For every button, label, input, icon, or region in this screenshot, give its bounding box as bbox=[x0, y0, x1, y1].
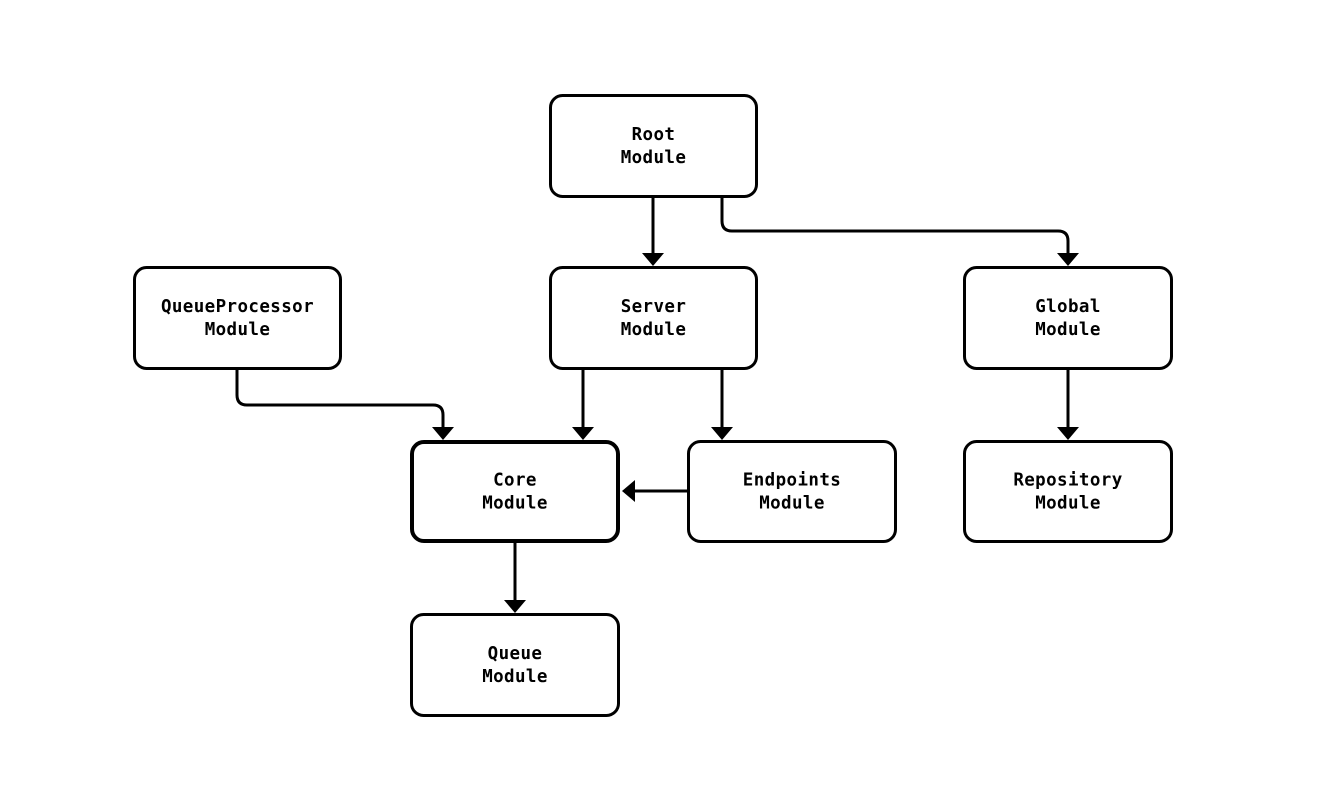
edge-global-to-repository-arrowhead bbox=[1057, 427, 1079, 440]
edge-root-to-global-line bbox=[720, 198, 1070, 258]
repository-module-node-box[interactable] bbox=[963, 440, 1173, 543]
endpoints-module-node-label-line1: Endpoints bbox=[743, 471, 841, 491]
core-module-node-label-line1: Core bbox=[493, 471, 537, 491]
global-module-node-label-line1: Global bbox=[1035, 297, 1101, 317]
edge-server-to-endpoints bbox=[711, 370, 733, 440]
edge-server-to-core-arrowhead bbox=[572, 427, 594, 440]
edge-endpoints-to-core bbox=[622, 480, 687, 502]
queue-module-node-label-line2: Module bbox=[482, 667, 548, 687]
server-module-node-label-line1: Server bbox=[621, 297, 687, 317]
endpoints-module-node-label-line2: Module bbox=[759, 494, 825, 514]
edge-root-to-global bbox=[720, 198, 1079, 266]
root-module-node-label-line2: Module bbox=[621, 148, 687, 168]
core-module-node-box[interactable] bbox=[410, 440, 620, 543]
edges-layer bbox=[235, 198, 1079, 613]
server-module-node-label-line2: Module bbox=[621, 320, 687, 340]
server-module-node-box[interactable] bbox=[549, 266, 758, 370]
queueprocessor-module-node-label-line1: QueueProcessor bbox=[161, 297, 314, 317]
queue-module-node-label-line1: Queue bbox=[488, 644, 543, 664]
edge-global-to-repository bbox=[1057, 370, 1079, 440]
queue-module-node-box[interactable] bbox=[410, 613, 620, 717]
repository-module-node-label-line2: Module bbox=[1035, 494, 1101, 514]
edge-server-to-core bbox=[572, 370, 594, 440]
edge-queueprocessor-to-core-line bbox=[235, 370, 445, 432]
global-module-node-label-line2: Module bbox=[1035, 320, 1101, 340]
queueprocessor-module-node-label-line2: Module bbox=[205, 320, 271, 340]
endpoints-module-node-box[interactable] bbox=[687, 440, 897, 543]
edge-queueprocessor-to-core-arrowhead bbox=[432, 427, 454, 440]
edge-core-to-queue-arrowhead bbox=[504, 600, 526, 613]
root-module-node-box[interactable] bbox=[549, 94, 758, 198]
edge-root-to-global-arrowhead bbox=[1057, 253, 1079, 266]
edge-server-to-endpoints-arrowhead bbox=[711, 427, 733, 440]
edge-endpoints-to-core-arrowhead bbox=[622, 480, 635, 502]
edge-queueprocessor-to-core bbox=[235, 370, 454, 440]
global-module-node-box[interactable] bbox=[963, 266, 1173, 370]
root-module-node-label-line1: Root bbox=[632, 125, 676, 145]
edge-root-to-server-arrowhead bbox=[642, 253, 664, 266]
repository-module-node-label-line1: Repository bbox=[1013, 471, 1122, 491]
edge-root-to-server bbox=[642, 198, 664, 266]
nodes-layer: RootModuleQueueProcessorModuleServerModu… bbox=[133, 94, 1173, 717]
core-module-node-label-line2: Module bbox=[482, 494, 548, 514]
edge-core-to-queue bbox=[504, 543, 526, 613]
queueprocessor-module-node-box[interactable] bbox=[133, 266, 342, 370]
